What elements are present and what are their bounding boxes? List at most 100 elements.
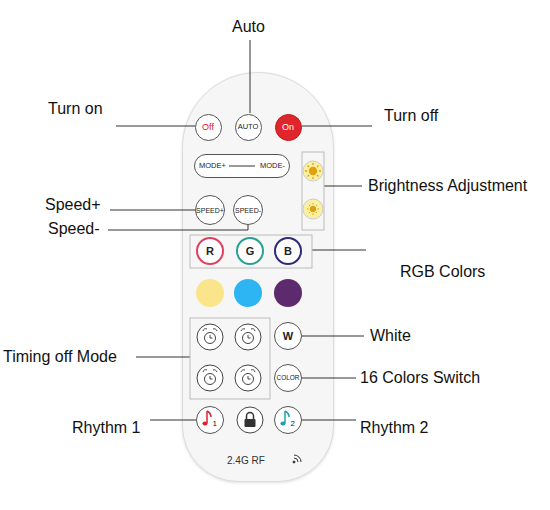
color-button: [196, 279, 224, 307]
callout-label: RGB Colors: [400, 263, 485, 281]
callout-label: Timing off Mode: [3, 348, 117, 366]
button-label: 1: [213, 420, 217, 428]
lock-icon: [245, 413, 256, 428]
illustration-part: [203, 370, 217, 372]
callout-label: Auto: [232, 18, 265, 36]
illustration-part: [205, 374, 216, 385]
illustration-part: [293, 461, 295, 463]
remote-button: B: [274, 237, 302, 265]
callout-label: 16 Colors Switch: [360, 369, 480, 387]
illustration-part: [313, 203, 314, 205]
illustration-part: [206, 411, 208, 423]
brightness-button: [303, 199, 323, 219]
illustration-part: [294, 455, 301, 462]
leader-line: [136, 357, 190, 358]
wireless-icon: [293, 455, 301, 463]
leader-line: [116, 126, 195, 127]
remote-button: Off: [195, 114, 222, 141]
note-icon: [202, 411, 211, 426]
button-label: MODE-: [260, 162, 285, 170]
button-label: Off: [202, 123, 214, 132]
button-label: On: [282, 123, 294, 132]
illustration-part: [294, 458, 298, 462]
illustration-part: [235, 324, 261, 350]
callout-label: White: [370, 327, 411, 345]
leader-lines: [108, 40, 372, 420]
remote-button: AUTO: [235, 114, 262, 141]
illustration-part: [202, 422, 207, 426]
sun-icon: [307, 203, 319, 215]
illustration-part: [247, 413, 254, 420]
remote-button: R: [196, 237, 224, 265]
brightness-button: [303, 161, 323, 181]
illustration-part: [305, 170, 307, 171]
remote-button: On: [275, 114, 302, 141]
remote-button: 1: [196, 406, 224, 434]
callout-label: Rhythm 1: [72, 419, 140, 437]
callout-label: Turn off: [384, 107, 438, 125]
illustration-part: [307, 209, 309, 210]
mode-divider: [229, 166, 255, 167]
note-icon: [280, 411, 289, 426]
illustration-part: [207, 411, 211, 417]
illustration-part: [313, 214, 314, 216]
lock-button: [237, 407, 263, 433]
leader-line: [150, 420, 196, 421]
illustration-part: [197, 365, 223, 391]
illustration-part: [316, 205, 317, 206]
model-label: 2.4G RF: [227, 456, 265, 466]
illustration-part: [285, 411, 289, 417]
illustration-part: [203, 329, 217, 331]
timer-buttons: [197, 324, 261, 391]
remote-body: 2.4G RF Off AUTO OnMODE+ MODE- SPEED+ SPEED- R G…: [182, 72, 334, 482]
button-label: MODE+: [199, 162, 226, 170]
button-label: SPEED-: [235, 207, 261, 214]
remote-button: 2: [274, 406, 302, 434]
illustration-part: [241, 329, 255, 331]
callout-label: Brightness Adjustment: [368, 177, 527, 195]
illustration-part: [210, 335, 251, 379]
remote-button: G: [236, 237, 264, 265]
illustration-part: [245, 419, 256, 427]
leader-line: [324, 186, 362, 187]
illustration-part: [310, 206, 316, 212]
callout-label: Speed-: [48, 220, 100, 238]
illustration-part: [317, 175, 319, 177]
remote-button: SPEED+: [195, 195, 225, 225]
illustration-part: [312, 177, 313, 179]
illustration-part: [316, 212, 317, 213]
button-label: R: [206, 246, 214, 257]
remote-button: W: [274, 322, 302, 350]
leader-line: [302, 126, 372, 127]
leader-line: [250, 40, 251, 113]
color-button: [274, 279, 302, 307]
illustration-part: [310, 168, 317, 175]
illustration-part: [280, 422, 285, 426]
color-button: [234, 279, 262, 307]
remote-button: SPEED-: [233, 195, 263, 225]
button-label: COLOR: [276, 375, 299, 382]
illustration-part: [243, 374, 254, 385]
illustration-part: [205, 333, 216, 344]
callout-label: Rhythm 2: [360, 419, 428, 437]
illustration-part: [197, 324, 223, 350]
illustration-part: [309, 212, 310, 213]
illustration-part: [309, 205, 310, 206]
button-label: 2: [291, 420, 295, 428]
leader-line: [312, 250, 366, 251]
button-label: B: [284, 246, 292, 257]
illustration-part: [318, 209, 320, 210]
button-label: G: [246, 246, 255, 257]
button-label: SPEED+: [196, 207, 224, 214]
button-label: W: [283, 331, 293, 342]
leader-line: [302, 420, 356, 421]
illustration-part: [319, 170, 321, 171]
sun-icon: [305, 163, 321, 179]
leader-line: [302, 378, 356, 379]
illustration-part: [241, 370, 255, 372]
illustration-part: [312, 163, 313, 165]
group-box: [302, 152, 324, 230]
leader-line: [110, 210, 195, 211]
button-label: AUTO: [238, 123, 259, 131]
